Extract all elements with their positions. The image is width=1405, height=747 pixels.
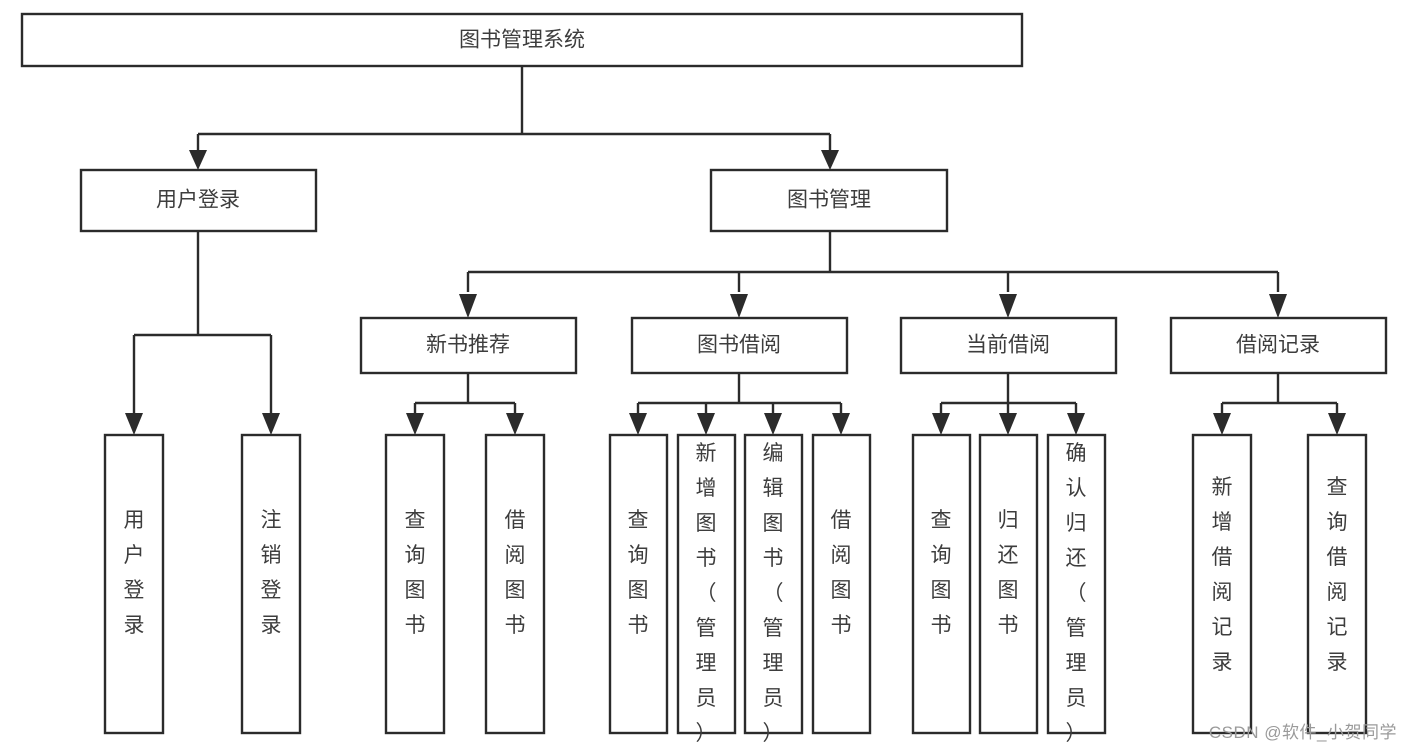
arrow-to-leaf-query-book-2 (629, 413, 647, 435)
node-leaf-add-book[interactable]: 新增图书（管理员） (676, 433, 737, 745)
node-leaf-query-book-1-label: 查询图书 (405, 509, 426, 637)
node-current-borrow-box[interactable] (899, 316, 1118, 375)
node-borrow-record-label: 借阅记录 (1236, 334, 1320, 357)
arrow-to-leaf-confirm-return (1067, 413, 1085, 435)
node-leaf-add-book-label: 新增图书（管理员） (696, 442, 717, 745)
node-book-borrow-label: 图书借阅 (697, 334, 781, 357)
node-leaf-borrow-book-2-box[interactable] (811, 433, 872, 735)
node-root-box[interactable] (20, 12, 1024, 68)
arrow-to-leaf-query-book-1 (406, 413, 424, 435)
arrow-to-leaf-borrow-book-2 (832, 413, 850, 435)
node-borrow-record-box[interactable] (1169, 316, 1388, 375)
node-leaf-user-login[interactable]: 用户登录 (103, 433, 165, 735)
node-leaf-query-book-2[interactable]: 查询图书 (608, 433, 669, 735)
arrow-to-leaf-edit-book (764, 413, 782, 435)
node-leaf-borrow-book-1-label: 借阅图书 (505, 509, 526, 637)
node-book-management-box[interactable] (709, 168, 949, 233)
node-book-borrow-box[interactable] (630, 316, 849, 375)
node-root-label: 图书管理系统 (459, 29, 585, 52)
node-leaf-borrow-book-2[interactable]: 借阅图书 (811, 433, 872, 735)
arrow-to-leaf-query-book-3 (932, 413, 950, 435)
arrow-to-leaf-borrow-book-1 (506, 413, 524, 435)
node-leaf-query-record-label: 查询借阅记录 (1327, 476, 1348, 674)
node-leaf-confirm-return-label: 确认归还（管理员） (1066, 442, 1087, 745)
arrow-to-leaf-add-book (697, 413, 715, 435)
node-leaf-query-record[interactable]: 查询借阅记录 (1306, 433, 1368, 735)
node-leaf-logout[interactable]: 注销登录 (240, 433, 302, 735)
arrow-to-book-borrow (730, 294, 748, 318)
node-book-management-label: 图书管理 (787, 189, 871, 212)
arrow-root-to-book-management (821, 150, 839, 170)
node-leaf-query-book-1[interactable]: 查询图书 (384, 433, 446, 735)
node-leaf-edit-book-box[interactable] (743, 433, 804, 735)
arrow-to-leaf-return-book (999, 413, 1017, 435)
node-leaf-borrow-book-1-box[interactable] (484, 433, 546, 735)
node-leaf-borrow-book-1[interactable]: 借阅图书 (484, 433, 546, 735)
node-new-book-recommend-box[interactable] (359, 316, 578, 375)
node-leaf-edit-book-label: 编辑图书（管理员） (763, 442, 784, 745)
node-new-book-recommend[interactable]: 新书推荐 (359, 316, 578, 375)
node-leaf-return-book-box[interactable] (978, 433, 1039, 735)
arrow-to-leaf-user-login (125, 413, 143, 435)
node-book-management[interactable]: 图书管理 (709, 168, 949, 233)
node-user-login-box[interactable] (79, 168, 318, 233)
arrow-to-leaf-add-record (1213, 413, 1231, 435)
node-leaf-add-record-box[interactable] (1191, 433, 1253, 735)
node-leaf-return-book-label: 归还图书 (998, 509, 1019, 637)
node-current-borrow-label: 当前借阅 (966, 334, 1050, 357)
node-leaf-edit-book[interactable]: 编辑图书（管理员） (743, 433, 804, 745)
node-user-login-label: 用户登录 (156, 189, 240, 212)
node-new-book-recommend-label: 新书推荐 (426, 334, 510, 357)
node-root[interactable]: 图书管理系统 (20, 12, 1024, 68)
node-leaf-logout-label: 注销登录 (261, 509, 282, 637)
node-leaf-user-login-label: 用户登录 (124, 509, 145, 637)
node-leaf-add-book-box[interactable] (676, 433, 737, 735)
node-leaf-query-book-3[interactable]: 查询图书 (911, 433, 972, 735)
arrow-to-leaf-query-record (1328, 413, 1346, 435)
arrow-root-to-user-login (189, 150, 207, 170)
node-leaf-return-book[interactable]: 归还图书 (978, 433, 1039, 735)
node-leaf-user-login-box[interactable] (103, 433, 165, 735)
node-leaf-query-book-2-box[interactable] (608, 433, 669, 735)
node-leaf-query-book-3-label: 查询图书 (931, 509, 952, 637)
node-leaf-confirm-return-box[interactable] (1046, 433, 1107, 735)
node-leaf-add-record-label: 新增借阅记录 (1212, 476, 1233, 674)
node-current-borrow[interactable]: 当前借阅 (899, 316, 1118, 375)
node-leaf-add-record[interactable]: 新增借阅记录 (1191, 433, 1253, 735)
node-leaf-query-record-box[interactable] (1306, 433, 1368, 735)
node-leaf-borrow-book-2-label: 借阅图书 (831, 509, 852, 637)
arrow-to-current-borrow (999, 294, 1017, 318)
arrow-to-borrow-record (1269, 294, 1287, 318)
node-book-borrow[interactable]: 图书借阅 (630, 316, 849, 375)
node-borrow-record[interactable]: 借阅记录 (1169, 316, 1388, 375)
node-leaf-query-book-3-box[interactable] (911, 433, 972, 735)
arrow-to-leaf-logout (262, 413, 280, 435)
node-leaf-query-book-2-label: 查询图书 (628, 509, 649, 637)
watermark-text: CSDN @软件_小贺同学 (1208, 723, 1397, 742)
node-leaf-logout-box[interactable] (240, 433, 302, 735)
node-leaf-query-book-1-box[interactable] (384, 433, 446, 735)
node-user-login[interactable]: 用户登录 (79, 168, 318, 233)
node-leaf-confirm-return[interactable]: 确认归还（管理员） (1046, 433, 1107, 745)
connector-group (125, 66, 1346, 435)
arrow-to-new-book-recommend (459, 294, 477, 318)
